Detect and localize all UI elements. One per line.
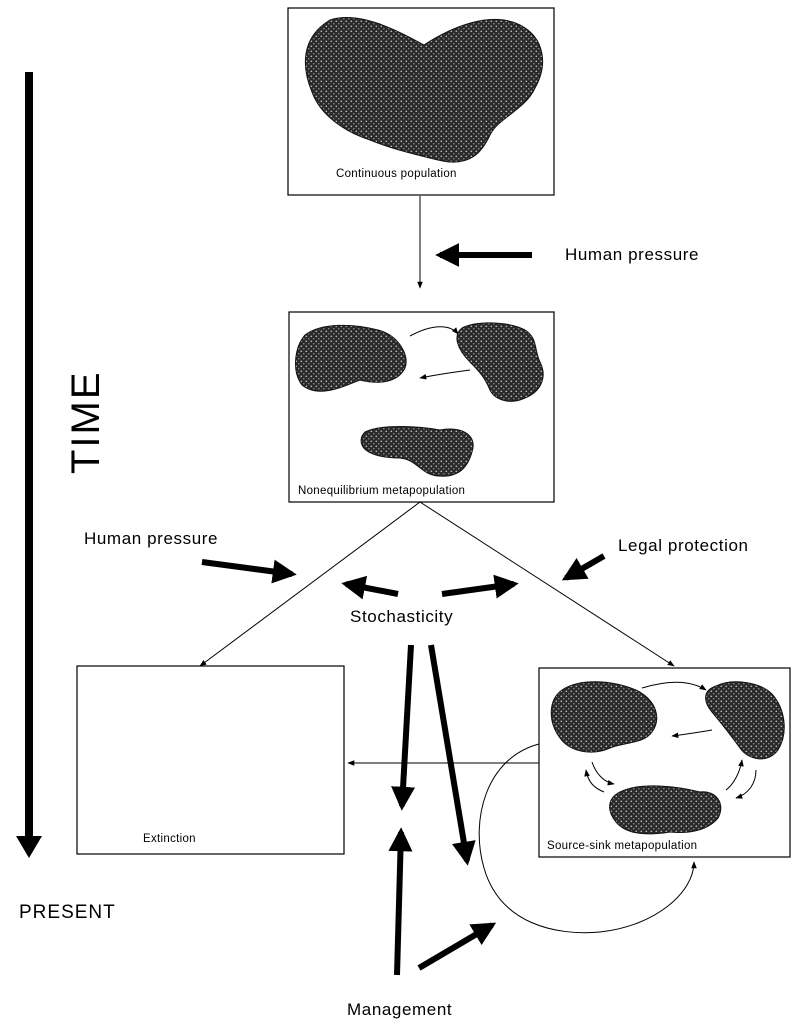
time-label: TIME [64, 370, 108, 474]
management-label: Management [347, 1000, 452, 1019]
human-pressure-left-arrow [201, 559, 297, 584]
extinction-panel: Extinction [76, 665, 345, 855]
stochasticity-arrow-left [341, 575, 399, 600]
source-sink-panel: Source-sink metapopulation [538, 667, 791, 858]
nonequilibrium-label: Nonequilibrium metapopulation [298, 485, 465, 497]
continuous-population-panel: Continuous population [287, 7, 555, 196]
nonequilibrium-patch-right [456, 322, 544, 402]
extinction-label: Extinction [143, 833, 196, 845]
nonequilibrium-patch-bottom [360, 426, 474, 477]
extinction-box [76, 665, 345, 855]
ss-arrow-mid [671, 729, 713, 738]
continuous-population-label: Continuous population [336, 168, 457, 180]
stochasticity-label: Stochasticity [350, 607, 453, 626]
time-axis-arrowhead [16, 836, 42, 858]
management-loop-arc [478, 743, 697, 934]
management-arrow-circle [417, 922, 497, 971]
human-pressure-top-label: Human pressure [565, 245, 699, 264]
ss-arrow-top [641, 681, 707, 691]
migration-arrow-a [409, 326, 459, 337]
ss-arrow-br-in [735, 769, 757, 799]
stochasticity-arrow-right [441, 574, 519, 599]
source-sink-patch-right [705, 681, 785, 760]
present-label: PRESENT [19, 902, 116, 923]
legal-protection-label: Legal protection [618, 536, 749, 555]
management-arrow-up [388, 827, 413, 976]
source-sink-patch-bottom [609, 785, 722, 835]
nonequilibrium-patch-left [295, 324, 407, 392]
nonequilibrium-panel: Nonequilibrium metapopulation [288, 311, 555, 503]
ss-arrow-bl-in [591, 761, 615, 786]
continuous-population-patch [304, 16, 544, 163]
human-pressure-left-label: Human pressure [84, 529, 218, 548]
branch-to-extinction [199, 501, 421, 667]
source-sink-label: Source-sink metapopulation [547, 840, 697, 852]
ss-arrow-br-out [725, 759, 744, 791]
branch-to-source-sink [419, 501, 675, 667]
stochasticity-arrow-down [391, 644, 416, 811]
stochasticity-arrow-circle [428, 644, 476, 866]
migration-arrow-b [419, 369, 471, 380]
ss-arrow-bl-out [584, 769, 605, 793]
legal-protection-arrow [561, 553, 606, 581]
source-sink-patch-left [550, 681, 658, 753]
